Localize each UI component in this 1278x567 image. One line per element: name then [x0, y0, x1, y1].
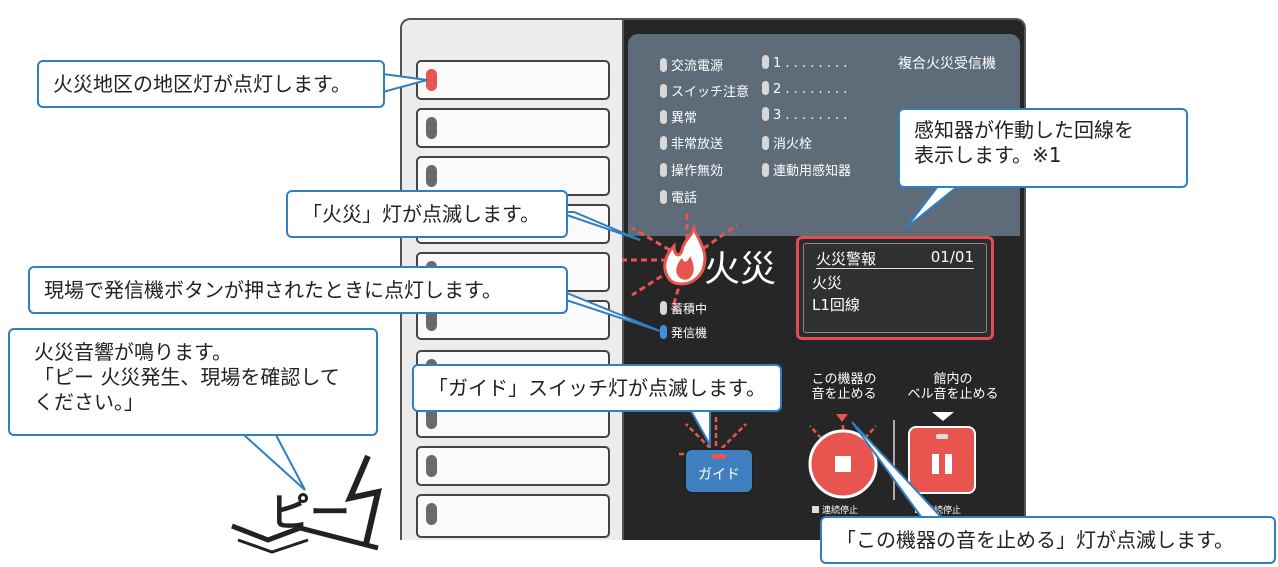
indicator-linked-sensor: 連動用感知器 [762, 160, 851, 179]
lcd-display: 火災警報 01/01 火災 L1回線 [796, 236, 994, 340]
beep-text: ピー [270, 490, 350, 536]
indicator-ac-power: 交流電源 [660, 55, 723, 74]
panel-title: 複合火災受信機 [898, 56, 996, 72]
zone-lamp [426, 503, 437, 525]
indicator-abnormal: 異常 [660, 107, 697, 126]
indicator-1: 1 . . . . . . . . [762, 55, 847, 71]
zone-lamp [426, 309, 437, 331]
lcd-line-1: 火災 [812, 274, 843, 292]
fire-lamp-flashing [622, 214, 738, 311]
callout-sensor-line: 感知器が作動した回線を 表示します。※1 [898, 108, 1188, 188]
callout-zone-lamp: 火災地区の地区灯が点灯します。 [37, 60, 385, 108]
stop-machine-sound-button[interactable] [800, 404, 886, 504]
stop-bell-label: 館内の ベル音を止める [907, 372, 999, 402]
lightning-icon [344, 454, 382, 545]
pause-icon [932, 454, 939, 474]
zone-lamp [426, 117, 437, 139]
lcd-line-2: L1回線 [812, 296, 860, 314]
divider [893, 420, 895, 500]
fire-label: 火災 [704, 249, 777, 290]
continuous-stop-left: 連続停止 [812, 503, 858, 516]
indicator-2: 2 . . . . . . . . [762, 81, 847, 97]
beep-sound-graphic [231, 454, 382, 554]
zone-window [416, 108, 610, 148]
stop-bell-button[interactable] [908, 426, 976, 494]
lcd-title: 火災警報 [816, 250, 877, 268]
indicator-operation-invalid: 操作無効 [660, 160, 723, 179]
indicator-switch-caution: スイッチ注意 [660, 81, 749, 100]
callout-fire-lamp: 「火災」灯が点滅します。 [286, 190, 568, 238]
indicator-hydrant: 消火栓 [762, 133, 812, 152]
stop-icon [835, 456, 851, 472]
zone-lamp [426, 455, 437, 477]
indicator-telephone: 電話 [660, 187, 697, 206]
callout-transmitter: 現場で発信機ボタンが押されたときに点灯します。 [28, 266, 568, 314]
zone-window [416, 446, 610, 486]
zone-lamp [426, 407, 437, 429]
flame-icon [663, 222, 707, 286]
indicator-transmitter: 発信機 [660, 324, 707, 341]
callout-sound: 火災音響が鳴ります。 「ピー 火災発生、現場を確認して ください。」 [8, 328, 378, 436]
stop-machine-sound-label: この機器の 音を止める [811, 372, 877, 402]
lcd-page: 01/01 [930, 248, 974, 266]
zone-window [416, 60, 610, 100]
zone-lamp-lit [426, 69, 437, 91]
down-arrow-icon [932, 412, 954, 421]
callout-guide: 「ガイド」スイッチ灯が点滅します。 [412, 364, 782, 412]
zone-window [416, 494, 610, 538]
guide-button[interactable]: ガイド [684, 448, 754, 494]
indicator-3: 3 . . . . . . . . [762, 107, 847, 123]
indicator-accumulating: 蓄積中 [660, 300, 707, 317]
indicator-emergency-broadcast: 非常放送 [660, 133, 723, 152]
zone-lamp [426, 165, 437, 187]
callout-stop-sound: 「この機器の音を止める」灯が点滅します。 [820, 516, 1276, 564]
